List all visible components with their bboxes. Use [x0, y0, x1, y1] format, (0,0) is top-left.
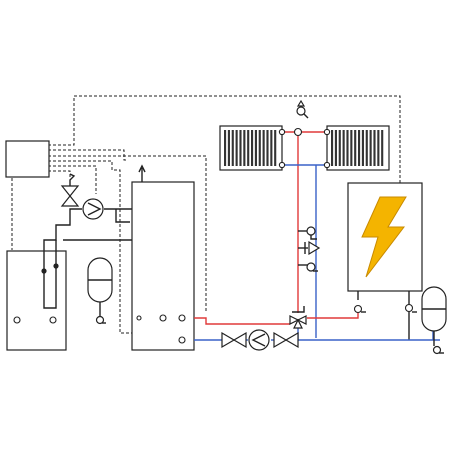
radiator-fin [331, 130, 334, 166]
radiator-fin [254, 130, 257, 166]
lightning-bolt-icon [361, 196, 407, 278]
radiator-fin [270, 130, 273, 166]
radiator-left [219, 125, 283, 171]
radiator-fin [266, 130, 269, 166]
radiator-fin [354, 130, 357, 166]
storage-tank [131, 164, 195, 351]
control-unit [5, 140, 50, 178]
control-wiring [11, 95, 401, 334]
radiator-fin [227, 130, 230, 166]
electric-boiler [347, 182, 423, 340]
main-lines [194, 303, 440, 341]
radiator-pipes [278, 127, 331, 338]
radiator-fin [262, 130, 265, 166]
radiator-right [326, 125, 390, 171]
radiator-fin [369, 130, 372, 166]
ball-valve [221, 331, 247, 349]
radiator-fin [361, 130, 364, 166]
circulation-pump [82, 198, 104, 220]
radiator-fin [373, 130, 376, 166]
radiator-fin [239, 130, 242, 166]
radiator-fin [224, 130, 227, 166]
system-expansion-vessel [421, 286, 447, 355]
radiator-fin [377, 130, 380, 166]
radiator-fin [334, 130, 337, 166]
return-pump [248, 329, 270, 351]
radiator-fin [365, 130, 368, 166]
radiator-fin [247, 130, 250, 166]
radiator-fin [251, 130, 254, 166]
radiator-fin [381, 130, 384, 166]
radiator-fin [258, 130, 261, 166]
three-way-mixing-valve [289, 306, 307, 329]
radiator-fin [243, 130, 246, 166]
air-vent [296, 99, 309, 119]
safety-valve [60, 173, 80, 207]
radiator-fin [346, 130, 349, 166]
radiator-fin [235, 130, 238, 166]
radiator-fin [342, 130, 345, 166]
radiator-fin [231, 130, 234, 166]
radiator-fin [274, 130, 277, 166]
radiator-fin [338, 130, 341, 166]
ball-valve [273, 331, 299, 349]
radiator-fin [358, 130, 361, 166]
pressure-gauge [298, 226, 321, 272]
expansion-vessel [87, 257, 113, 325]
radiator-fin [350, 130, 353, 166]
